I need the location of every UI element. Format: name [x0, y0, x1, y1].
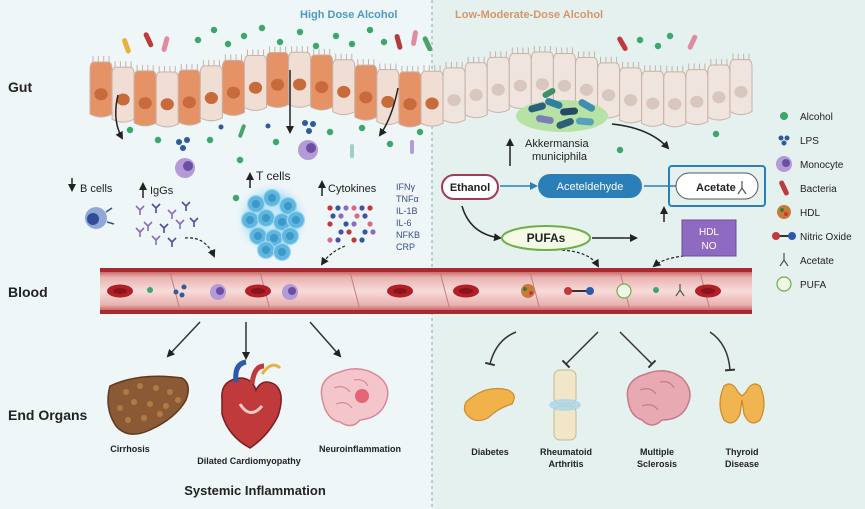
right-panel-title: Low-Moderate-Dose Alcohol [455, 9, 603, 21]
small-bacteria-gut [238, 124, 414, 158]
alcohol-dot-icon [780, 112, 788, 120]
organ-label-diabetes: Diabetes [471, 447, 509, 457]
alcohol-molecules [126, 24, 720, 294]
organ-label-thyroid-1: Thyroid [726, 447, 759, 457]
row-label-end-organs: End Organs [8, 407, 88, 423]
pufas-label: PUFAs [527, 231, 566, 245]
legend-label: Bacteria [800, 184, 837, 195]
t-cells-label: T cells [256, 169, 290, 183]
t-cell-cluster [240, 188, 306, 262]
pufa-icon [776, 276, 792, 292]
acetate-icon [779, 253, 789, 267]
row-label-blood: Blood [8, 284, 48, 300]
cytokine-item: NFKB [396, 230, 420, 240]
organ-label-ra-2: Arthritis [548, 459, 583, 469]
blood-vessel [100, 268, 752, 314]
liver-icon [107, 375, 189, 435]
acetate-box: Acetate [668, 165, 766, 207]
organ-label-ms-2: Sclerosis [637, 459, 677, 469]
lps-cluster [176, 120, 316, 151]
legend-label: LPS [800, 136, 819, 147]
left-panel-title: High Dose Alcohol [300, 9, 397, 21]
vessel-contents [147, 283, 685, 300]
red-blood-cells [107, 284, 721, 298]
pancreas-icon [463, 387, 515, 422]
acetate-label: Acetate [696, 182, 736, 194]
ethanol-label: Ethanol [450, 182, 490, 194]
brain-icon-inflamed [320, 368, 389, 427]
summary-systemic-inflammation: Systemic Inflammation [184, 483, 326, 498]
hdl-icon [777, 205, 791, 219]
b-cells-group: B cells [68, 178, 115, 229]
cytokine-item: IL-6 [396, 218, 412, 228]
metabolism-arrows [461, 123, 690, 268]
t-cells-group: T cells [234, 169, 310, 262]
acetate-molecule-icon [737, 181, 747, 195]
nitric-oxide-icon [772, 232, 796, 240]
lps-icon [778, 135, 790, 146]
aceteldehyde-box: Aceteldehyde [538, 174, 642, 198]
legend-label: Monocyte [800, 160, 844, 171]
akkermansia-label-2: municiphila [532, 151, 588, 163]
akkermansia-label-1: Akkermansia [525, 138, 589, 150]
gut-leak-arrows [115, 70, 399, 140]
organ-inhibition-right [484, 331, 736, 372]
monocyte-icon [776, 156, 792, 172]
bacteria-icon [779, 180, 789, 196]
organ-label-neuroinflammation: Neuroinflammation [319, 444, 401, 454]
ethanol-box: Ethanol [441, 174, 499, 200]
cytokine-item: IFNγ [396, 182, 415, 192]
gut-epithelium [89, 46, 753, 128]
pufas-box: PUFAs [501, 225, 591, 251]
iggs-group: IgGs [135, 182, 216, 258]
cytokines-label: Cytokines [328, 183, 377, 195]
aceteldehyde-label: Aceteldehyde [557, 181, 624, 193]
organ-arrows-left [166, 321, 342, 360]
akkermansia-cluster: Akkermansia municiphila [516, 88, 608, 163]
organ-label-cardiomyopathy: Dilated Cardiomyopathy [197, 456, 301, 466]
cytokine-item: IL-1B [396, 206, 418, 216]
legend-label: HDL [800, 208, 820, 219]
knee-joint-icon [549, 369, 581, 441]
organ-label-cirrhosis: Cirrhosis [110, 444, 150, 454]
organ-label-ms-1: Multiple [640, 447, 674, 457]
legend-label: Nitric Oxide [800, 232, 852, 243]
organ-label-ra-1: Rheumatoid [540, 447, 592, 457]
legend-label: Acetate [800, 256, 834, 267]
legend-label: Alcohol [800, 112, 833, 123]
iggs-label: IgGs [150, 185, 174, 197]
cytokine-particles [327, 205, 376, 243]
cytokine-item: TNFα [396, 194, 419, 204]
igg-antibodies [135, 201, 199, 247]
brain-icon [626, 370, 691, 426]
no-label: NO [702, 241, 717, 252]
thyroid-icon [719, 383, 765, 424]
organ-label-thyroid-2: Disease [725, 459, 759, 469]
monocyte-cells-gut [175, 140, 318, 178]
row-label-gut: Gut [8, 79, 32, 95]
cytokine-item: CRP [396, 242, 415, 252]
hdl-no-box: HDL NO [681, 219, 737, 257]
legend-label: PUFA [800, 280, 826, 291]
heart-icon [221, 359, 282, 449]
gut-bacteria [122, 30, 698, 54]
b-cells-label: B cells [80, 183, 113, 195]
hdl-label: HDL [699, 227, 719, 238]
